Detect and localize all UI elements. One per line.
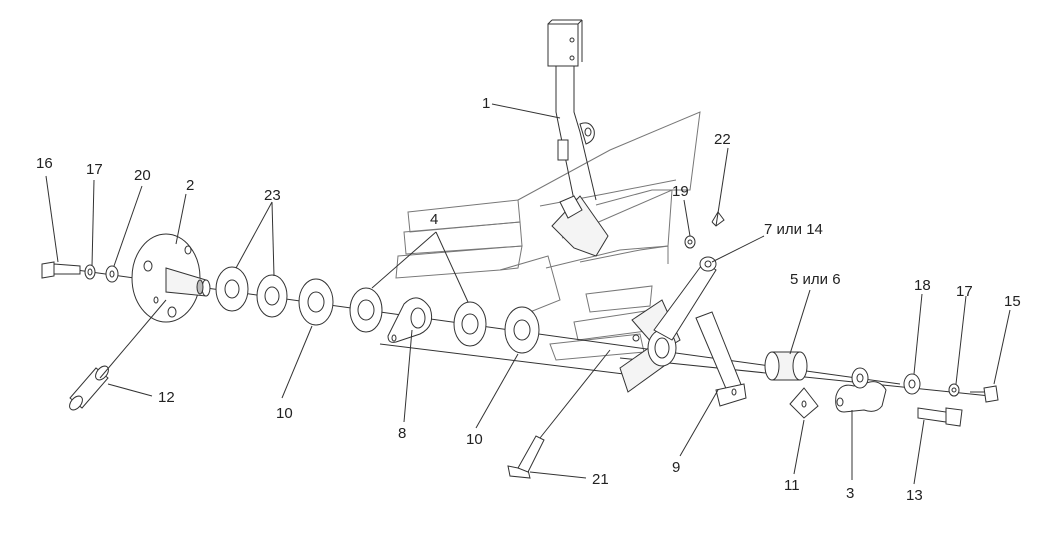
label-part-18: 18 — [914, 277, 931, 294]
label-part-16: 16 — [36, 155, 53, 172]
part-21-bolt — [507, 349, 611, 479]
bracket-plate-outlines — [395, 111, 701, 361]
label-part-5: 5 или 6 — [790, 271, 841, 288]
label-part-1: 1 — [482, 95, 490, 112]
part-8-tab-plate — [387, 297, 433, 343]
label-part-17-left: 17 — [86, 161, 103, 178]
part-2-flange — [131, 233, 211, 323]
label-part-15: 15 — [1004, 293, 1021, 310]
part-20-washer — [105, 265, 119, 283]
part-9-strip-plate — [695, 311, 747, 407]
label-part-23: 23 — [264, 187, 281, 204]
part-1-lever — [547, 19, 609, 257]
part-3-hook-bracket — [835, 367, 887, 413]
part-22-cotter-pin — [711, 147, 729, 227]
part-15-bolt — [970, 385, 999, 403]
label-part-3: 3 — [846, 485, 854, 502]
part-7-arm — [619, 235, 765, 393]
part-10-washer-right — [504, 306, 540, 354]
label-part-20: 20 — [134, 167, 151, 184]
part-13-bolt — [917, 407, 963, 427]
part-4-spacers — [349, 231, 487, 347]
label-part-22: 22 — [714, 131, 731, 148]
label-part-10-right: 10 — [466, 431, 483, 448]
part-17-washer-left — [84, 264, 96, 280]
part-labels: 1 2 23 16 17 20 4 19 22 7 или 14 5 или 6… — [36, 95, 1021, 504]
label-part-2: 2 — [186, 177, 194, 194]
label-part-8: 8 — [398, 425, 406, 442]
part-17-washer-right — [948, 383, 960, 397]
label-part-10-left: 10 — [276, 405, 293, 422]
label-part-11: 11 — [784, 477, 800, 494]
part-18-washer — [903, 373, 921, 395]
label-part-12: 12 — [158, 389, 175, 406]
part-10-washer-left — [298, 278, 334, 326]
part-12-pin — [69, 299, 167, 411]
label-part-21: 21 — [592, 471, 609, 488]
part-5-bushing — [764, 351, 808, 381]
label-part-13: 13 — [906, 487, 923, 504]
label-part-17-right: 17 — [956, 283, 973, 300]
label-part-9: 9 — [672, 459, 680, 476]
label-part-7: 7 или 14 — [764, 221, 823, 238]
part-11-bracket — [789, 387, 819, 419]
part-16-bolt — [41, 261, 81, 279]
leader-lines — [45, 103, 1011, 485]
part-19-nut — [684, 235, 696, 249]
label-part-4: 4 — [430, 211, 438, 228]
label-part-19: 19 — [672, 183, 689, 200]
part-23-washers — [215, 266, 288, 318]
